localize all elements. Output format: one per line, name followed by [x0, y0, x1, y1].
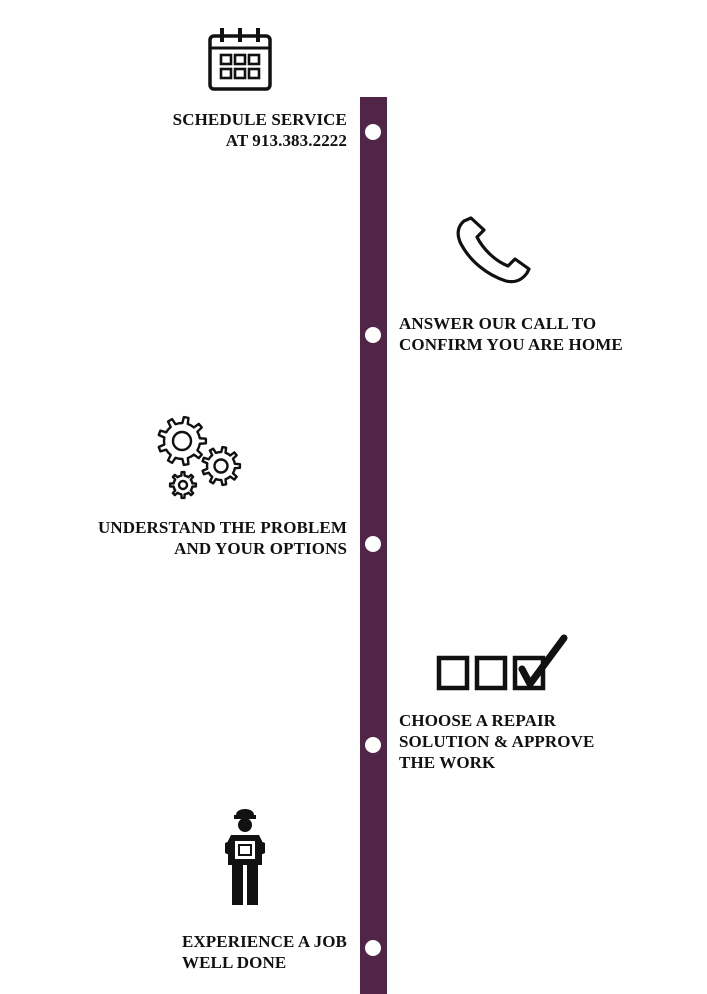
step-1-label: SCHEDULE SERVICE AT 913.383.2222 — [172, 110, 347, 150]
step-2-label: ANSWER OUR CALL TO CONFIRM YOU ARE HOME — [399, 314, 623, 354]
step-5-dot — [365, 940, 381, 956]
step-1-dot — [365, 124, 381, 140]
technician-icon — [225, 809, 265, 905]
step-5-label: EXPERIENCE A JOB WELL DONE — [181, 932, 347, 972]
step-3-dot — [365, 536, 381, 552]
step-2-dot — [365, 327, 381, 343]
phone-icon — [456, 216, 531, 284]
step-4-label: CHOOSE A REPAIR SOLUTION & APPROVE THE W… — [399, 711, 595, 772]
step-4-dot — [365, 737, 381, 753]
gears-icon — [157, 415, 242, 500]
calendar-icon — [208, 28, 272, 91]
checkboxes-icon — [436, 634, 568, 691]
step-3-label: UNDERSTAND THE PROBLEM AND YOUR OPTIONS — [97, 518, 347, 558]
